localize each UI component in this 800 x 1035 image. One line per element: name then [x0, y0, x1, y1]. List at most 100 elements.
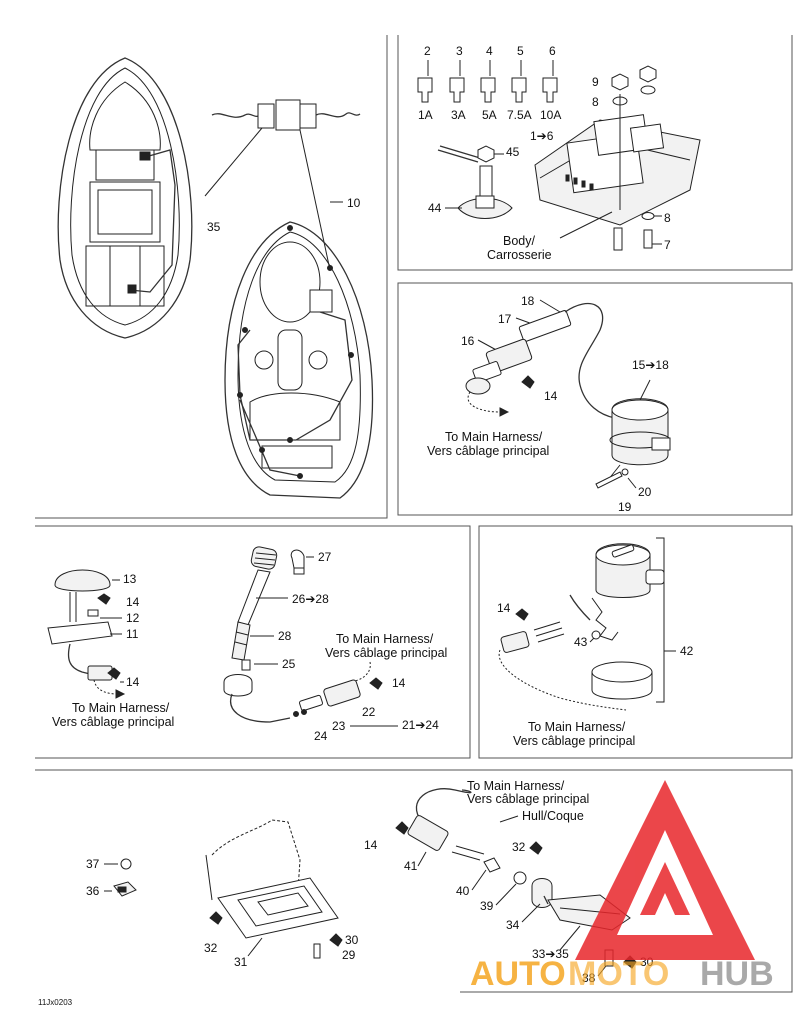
lights-panel: 13 14 12 11 14 To Main Harness/ Vers câb… [47, 546, 447, 743]
mount-plate-illustration [205, 819, 339, 939]
callout-1-to-6: 1➔6 [530, 129, 554, 143]
callout-32-plate: 32 [204, 941, 218, 955]
callout-35: 35 [207, 220, 221, 234]
bilge-pump-illustration [569, 543, 665, 700]
fuse-rating-10a: 10A [540, 108, 561, 122]
watermark-text-moto: MOTO [568, 955, 669, 993]
harness-clip-markers [237, 225, 354, 479]
callout-45: 45 [506, 145, 520, 159]
callout-33-to-35: 33➔35 [532, 947, 569, 961]
callout-12: 12 [126, 611, 140, 625]
watermark-triangle-logo [575, 780, 755, 960]
stern-light-illustration [47, 569, 121, 681]
callout-44: 44 [428, 201, 442, 215]
callout-31: 31 [234, 955, 248, 969]
callout-2: 2 [424, 44, 431, 58]
fuse-icons [417, 60, 558, 103]
callout-11: 11 [126, 627, 139, 641]
harness-caption-fr-4: Vers câblage principal [513, 734, 635, 748]
harness-caption-fr-5: Vers câblage principal [467, 792, 589, 806]
document-code: 11Jx0203 [38, 998, 73, 1007]
bilge-sensor-panel: 18 17 16 14 15➔18 20 19 [427, 294, 671, 514]
callout-19: 19 [618, 500, 632, 514]
callout-40: 40 [456, 884, 470, 898]
fuse-rating-7-5a: 7.5A [507, 108, 532, 122]
harness-caption-en-4: To Main Harness/ [528, 720, 626, 734]
screw-washer-icons [613, 212, 662, 251]
callout-3: 3 [456, 44, 463, 58]
callout-8-top: 8 [592, 95, 599, 109]
callout-24: 24 [314, 729, 328, 743]
callout-32-hull: 32 [512, 840, 526, 854]
watermark-text-auto: AUTO [470, 955, 566, 993]
callout-23: 23 [332, 719, 346, 733]
boat-top-view-illustration [57, 57, 193, 339]
body-caption-fr: Carrosserie [487, 248, 552, 262]
harness-caption-fr-1: Vers câblage principal [427, 444, 549, 458]
callout-17: 17 [498, 312, 512, 326]
callout-28: 28 [278, 629, 292, 643]
hull-overview-panel: 35 10 [57, 57, 374, 499]
callout-21-to-24: 21➔24 [402, 718, 439, 732]
fuse-rating-1a: 1A [418, 108, 433, 122]
callout-18: 18 [521, 294, 535, 308]
boat-isometric-illustration [224, 221, 374, 499]
callout-10: 10 [347, 196, 361, 210]
callout-6: 6 [549, 44, 556, 58]
cable-and-post-illustration [437, 145, 513, 219]
callout-41: 41 [404, 859, 418, 873]
callout-29: 29 [342, 948, 356, 962]
callout-27: 27 [318, 550, 332, 564]
callout-13: 13 [123, 572, 137, 586]
body-caption-en: Body/ [503, 234, 535, 248]
plate-fastener-icons [313, 933, 343, 959]
transducer-panel: 37 36 32 31 30 29 To Main Harness/ Vers … [86, 779, 654, 985]
callout-43: 43 [574, 635, 588, 649]
callout-14-light-b: 14 [126, 675, 140, 689]
callout-39: 39 [480, 899, 494, 913]
callout-26-to-28: 26➔28 [292, 592, 329, 606]
callout-7: 7 [664, 238, 671, 252]
callout-14-sensor: 14 [544, 389, 558, 403]
harness-caption-en-3: To Main Harness/ [336, 632, 434, 646]
automotohub-watermark: AUTO MOTO HUB [470, 780, 774, 993]
harness-caption-en-1: To Main Harness/ [445, 430, 543, 444]
harness-caption-fr-3: Vers câblage principal [325, 646, 447, 660]
callout-25: 25 [282, 657, 296, 671]
callout-22: 22 [362, 705, 376, 719]
harness-connector-illustration [204, 99, 361, 271]
bilge-float-illustration [595, 379, 671, 489]
callout-5: 5 [517, 44, 524, 58]
callout-30-plate: 30 [345, 933, 359, 947]
callout-38: 38 [582, 971, 596, 985]
fuse-rating-3a: 3A [451, 108, 466, 122]
fuse-slot-markers [565, 174, 594, 191]
panel-frames [35, 35, 793, 993]
harness-caption-en-5: To Main Harness/ [467, 779, 565, 793]
callout-15-to-18: 15➔18 [632, 358, 669, 372]
callout-42: 42 [680, 644, 694, 658]
callout-8-bottom: 8 [664, 211, 671, 225]
fuse-box-illustration [534, 94, 701, 226]
callout-16: 16 [461, 334, 475, 348]
hull-caption: Hull/Coque [522, 809, 584, 823]
fuse-box-panel: 2 3 4 5 6 1A 3A 5A 7.5A 10A 9 8 1 [417, 44, 701, 262]
mast-light-illustration [223, 546, 305, 723]
callout-14-mast: 14 [392, 676, 406, 690]
watermark-inner-mark [640, 862, 690, 915]
callout-14-pump: 14 [497, 601, 511, 615]
fuse-rating-5a: 5A [482, 108, 497, 122]
harness-caption-fr-2: Vers câblage principal [52, 715, 174, 729]
sensor-module-illustration [104, 858, 137, 897]
callout-34: 34 [506, 918, 520, 932]
callout-37: 37 [86, 857, 100, 871]
sensor-connector-illustration [465, 302, 616, 419]
light-connector-illustration [293, 677, 383, 717]
bilge-pump-panel: 42 14 43 To Main Harness/ Vers câblage p… [497, 537, 694, 748]
callout-14-transducer: 14 [364, 838, 378, 852]
callout-4: 4 [486, 44, 493, 58]
pump-connector-illustration [498, 621, 627, 711]
callout-9: 9 [592, 75, 599, 89]
watermark-text-hub: HUB [700, 955, 774, 993]
